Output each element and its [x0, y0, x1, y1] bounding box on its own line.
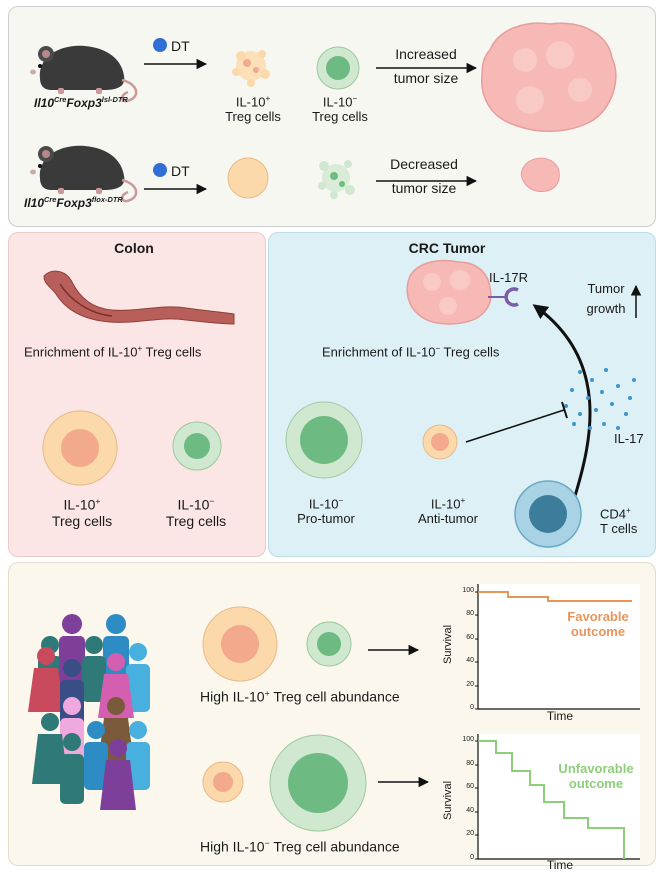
decreased-label: Decreased [390, 156, 458, 172]
survival-chart-favorable [475, 584, 640, 710]
crc-tumor [406, 259, 492, 325]
cd4-t-cell [514, 480, 582, 548]
large-tumor [481, 22, 617, 132]
decreased-tumor-size-label: tumor size [391, 180, 457, 196]
unfav-tick-80: 80 [466, 760, 474, 767]
fav-tick-20: 20 [466, 681, 474, 688]
unfavorable-survival-curve [478, 740, 625, 859]
il10-neg-cell-top [316, 46, 360, 90]
crc-il10-neg-cell [285, 401, 363, 479]
bottom-il10-pos-cell-small [202, 761, 244, 803]
high-il10-pos-label: High IL-10+ Treg cell abundance [200, 688, 400, 705]
bottom-il10-neg-cell-large [269, 734, 367, 832]
unfavorable-y-axis-label: Survival [442, 780, 454, 820]
cd4-t-cell-label: CD4+T cells [600, 506, 638, 537]
survival-chart-unfavorable [475, 734, 640, 860]
colon-tissue [43, 270, 235, 325]
dying-il10-pos-cell [232, 50, 270, 87]
high-il10-neg-label: High IL-10− Treg cell abundance [200, 838, 400, 855]
fav-tick-40: 40 [466, 657, 474, 664]
unfav-tick-0: 0 [470, 854, 474, 861]
mouse-genotype-1: Il10CreFoxp3lsl-DTR [34, 95, 128, 110]
top-il10-pos-label: IL-10+Treg cells [225, 94, 281, 125]
mouse-genotype-2: Il10CreFoxp3flox-DTR [24, 195, 123, 210]
patient-group-icon [28, 614, 150, 810]
colon-title: Colon [114, 240, 154, 256]
mouse-icon-1 [30, 45, 138, 103]
inhibition-line [465, 409, 565, 443]
fav-tick-80: 80 [466, 610, 474, 617]
fav-tick-100: 100 [462, 587, 474, 594]
unfav-tick-40: 40 [466, 807, 474, 814]
il17-label: IL-17 [614, 431, 644, 446]
crc-enrichment-label: Enrichment of IL-10− Treg cells [322, 344, 500, 360]
anti-tumor-label: IL-10+Anti-tumor [418, 496, 478, 527]
pro-tumor-label: IL-10−Pro-tumor [297, 496, 355, 527]
il17-to-tumor-arrow [532, 304, 592, 497]
il17r-label: IL-17R [489, 270, 529, 285]
dt-label-1: DT [171, 38, 190, 54]
favorable-y-axis-label: Survival [442, 624, 454, 664]
mouse-icon-2 [30, 145, 138, 203]
crc-il10-pos-cell [422, 424, 458, 460]
top-il10-neg-label: IL-10−Treg cells [312, 94, 368, 125]
colon-il10-neg-label: IL-10−Treg cells [165, 496, 227, 529]
dt-dot-2 [153, 163, 167, 177]
il17r-receptor [504, 287, 519, 307]
dt-label-2: DT [171, 163, 190, 179]
unfav-tick-20: 20 [466, 830, 474, 837]
increased-label: Increased [395, 46, 457, 62]
inhibition-bar [561, 401, 568, 419]
dt-dot-1 [153, 38, 167, 52]
small-tumor [521, 157, 560, 193]
bottom-il10-pos-cell-large [202, 606, 278, 682]
favorable-x-axis-label: Time [546, 709, 574, 723]
unfav-tick-60: 60 [466, 783, 474, 790]
crc-title: CRC Tumor [408, 240, 486, 256]
colon-il10-neg-cell [172, 421, 222, 471]
dying-il10-neg-cell [318, 160, 355, 199]
increased-tumor-size-label: tumor size [393, 70, 459, 86]
il17-particles [564, 368, 636, 430]
growth-label: growth [586, 301, 626, 316]
fav-tick-60: 60 [466, 634, 474, 641]
unfav-tick-100: 100 [462, 736, 474, 743]
fav-tick-0: 0 [470, 704, 474, 711]
colon-il10-pos-label: IL-10+Treg cells [51, 496, 113, 529]
il10-pos-cell-top [227, 157, 269, 199]
colon-enrichment-label: Enrichment of IL-10+ Treg cells [24, 344, 202, 360]
tumor-label: Tumor [587, 281, 625, 296]
colon-il10-pos-cell [42, 410, 118, 486]
unfavorable-x-axis-label: Time [546, 858, 574, 872]
favorable-survival-curve [478, 591, 632, 602]
bottom-il10-neg-cell-small [306, 621, 352, 667]
